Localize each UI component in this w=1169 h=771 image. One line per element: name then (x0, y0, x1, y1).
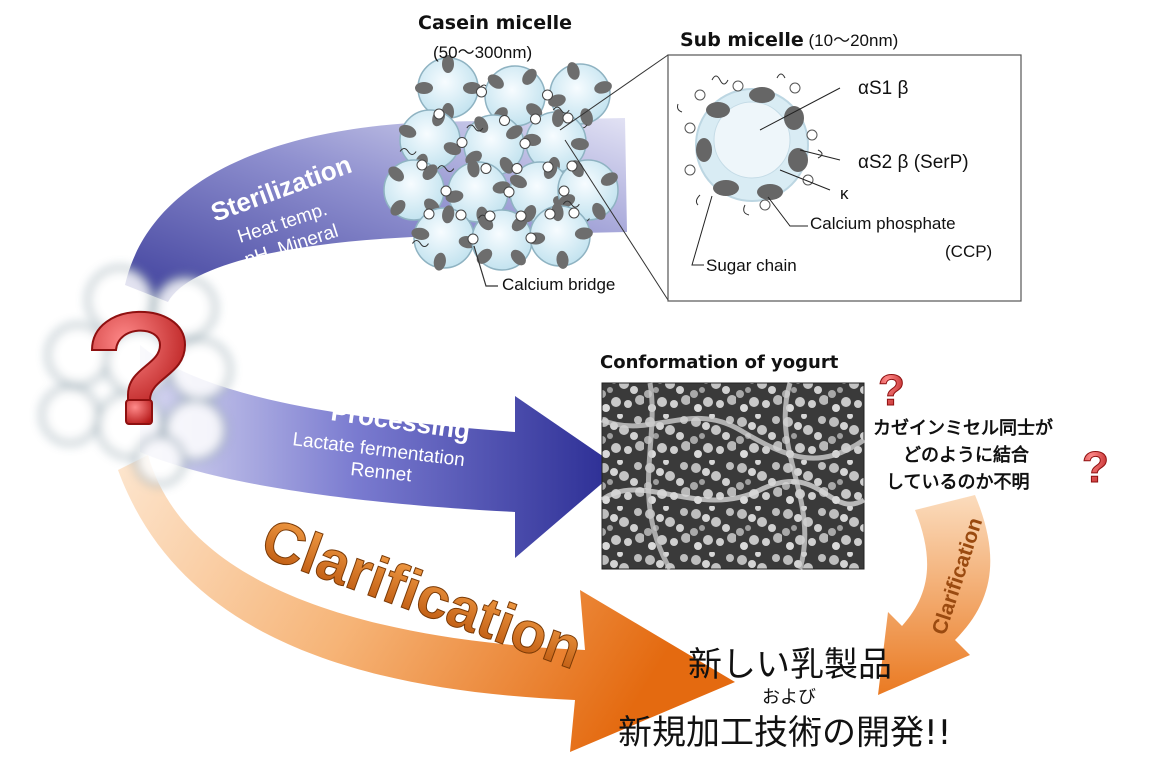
calcium-bridge-dot (440, 185, 452, 197)
calcium-bridge-dot (499, 115, 510, 126)
casein-micelle-title: Casein micelle (418, 12, 572, 34)
calcium-bridge-dot (423, 208, 435, 220)
calcium-bridge-dot (455, 209, 467, 221)
calcium-bridge-dot (530, 113, 541, 125)
small-question-icon-1: ? (878, 366, 906, 416)
clarification-arrow (118, 455, 735, 752)
calcium-bridge-dot (558, 185, 570, 197)
calcium-bridge-dot (433, 108, 445, 120)
micelle-particle (411, 205, 477, 271)
question-line2: どのように結合 (903, 445, 1029, 466)
calcium-bridge-label: Calcium bridge (502, 275, 616, 294)
micelle-particle (463, 114, 525, 176)
calcium-bridge-dot (476, 86, 487, 98)
ccp-label-line1: Calcium phosphate (810, 214, 956, 233)
small-question-icon-2: ? (1082, 443, 1110, 493)
calcium-bridge-dot (503, 186, 515, 198)
calcium-bridge-dot (542, 161, 554, 173)
calcium-bridge-dot (525, 232, 537, 244)
svg-text:?: ? (1082, 443, 1109, 492)
sub-micelle-heading: Sub micelle (10～20nm) (680, 26, 898, 51)
yogurt-sem-image (600, 382, 866, 571)
calcium-bridge-dot (416, 159, 428, 171)
sub-micelle-title: Sub micelle (680, 29, 804, 51)
alpha-s1-beta-label: αS1 β (858, 78, 909, 99)
ccp-label-line2: (CCP) (945, 242, 993, 261)
calcium-bridge-dot (467, 233, 479, 245)
yogurt-title: Conformation of yogurt (600, 352, 839, 373)
question-line1: カゼインミセル同士が (873, 418, 1053, 439)
big-question-icon (90, 310, 187, 425)
calcium-bridge-dot (511, 163, 523, 174)
question-line3: しているのか不明 (886, 472, 1030, 493)
result-line3: 新規加工技術の開発!! (618, 713, 952, 753)
calcium-bridge-dot (480, 163, 492, 174)
sub-micelle-size: (10～20nm) (803, 31, 899, 50)
micelle-particle (548, 62, 612, 129)
calcium-bridge-dot (484, 210, 496, 222)
calcium-bridge-dot (566, 160, 578, 172)
calcium-bridge-dot (562, 112, 574, 124)
sub-micelle-diagram (677, 73, 841, 266)
calcium-bridge-dot (568, 207, 580, 219)
calcium-bridge-dot (542, 89, 553, 101)
alpha-s2-beta-label: αS2 β (SerP) (858, 152, 969, 173)
leader-line-top (559, 54, 669, 131)
calcium-bridge-dot (456, 137, 468, 148)
result-line1: 新しい乳製品 (688, 645, 892, 685)
sugar-chain-label: Sugar chain (706, 256, 797, 275)
processing-arrow (140, 345, 620, 558)
casein-micelle-cluster (383, 55, 619, 271)
calcium-bridge-pointer (473, 245, 498, 287)
calcium-bridge-dot (515, 210, 527, 222)
calcium-bridge-dot (544, 208, 556, 220)
clarification-small-arrow (878, 495, 991, 695)
micelle-particle (415, 55, 497, 121)
svg-text:?: ? (878, 366, 905, 415)
leader-line-bottom (564, 139, 669, 301)
kappa-label: κ (840, 184, 849, 203)
casein-micelle-size: (50～300nm) (433, 43, 533, 62)
result-line2: および (762, 687, 816, 708)
calcium-bridge-dot (519, 138, 531, 149)
